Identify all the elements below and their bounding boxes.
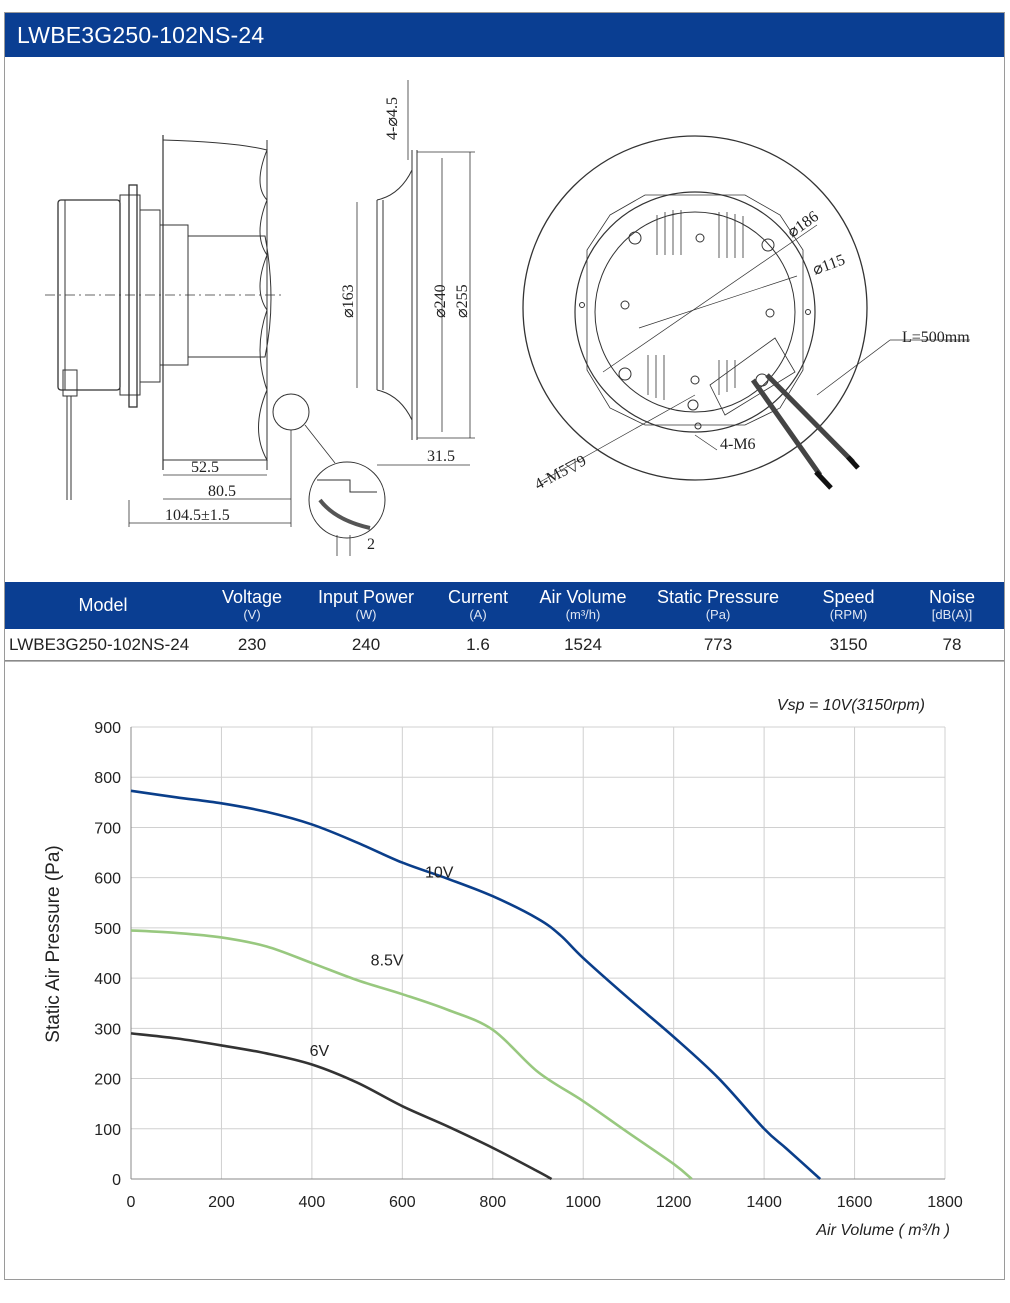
side-view (45, 135, 310, 500)
spec-header-unit: [dB(A)] (931, 607, 973, 623)
series-label: 8.5V (371, 953, 404, 970)
y-tick-label: 100 (94, 1122, 121, 1139)
x-tick-labels: 0 200 400 600 800 1000 1200 1400 1600 1800 (127, 1194, 963, 1211)
x-tick-label: 800 (479, 1194, 506, 1211)
chart-separator (5, 661, 1004, 662)
series-label: 10V (425, 865, 454, 882)
dim-52-5: 52.5 (191, 459, 219, 476)
x-tick-label: 1200 (656, 1194, 692, 1211)
y-tick-label: 600 (94, 871, 121, 888)
spec-header-cell: Air Volume(m³/h) (527, 582, 639, 629)
spec-header-cell: Static Pressure(Pa) (639, 582, 797, 629)
side-dimensions (128, 430, 292, 527)
spec-header-cell: Input Power(W) (303, 582, 429, 629)
page-title: LWBE3G250-102NS-24 (17, 22, 265, 48)
dim-m5: 4-M5▽9 (532, 452, 589, 493)
spec-header-unit: (A) (469, 607, 487, 623)
dim-hole: 4-⌀4.5 (384, 97, 401, 140)
page-frame (4, 12, 1005, 1280)
spec-header-unit: (m³/h) (565, 607, 601, 623)
spec-header-cell: Voltage(V) (201, 582, 303, 629)
x-tick-label: 200 (208, 1194, 235, 1211)
spec-cell: 1524 (527, 629, 639, 661)
x-tick-label: 600 (389, 1194, 416, 1211)
series-line-8-5v (130, 929, 693, 1180)
section-view (376, 150, 418, 440)
spec-header-unit: (V) (243, 607, 261, 623)
series-line-10v (130, 789, 822, 1180)
chart-series: 10V 8.5V 6V (130, 789, 822, 1181)
y-tick-labels: 0 100 200 300 400 500 600 700 800 900 (94, 720, 121, 1189)
dim-cable-length: L=500mm (902, 329, 970, 346)
x-tick-label: 1600 (837, 1194, 873, 1211)
x-tick-label: 1000 (565, 1194, 601, 1211)
spec-header-label: Static Pressure (656, 587, 780, 608)
x-tick-label: 400 (299, 1194, 326, 1211)
spec-cell: 1.6 (429, 629, 527, 661)
dim-163: ⌀163 (340, 284, 357, 318)
spec-cell-model: LWBE3G250-102NS-24 (5, 629, 201, 661)
spec-header-label: Voltage (221, 587, 283, 608)
spec-header-label: Air Volume (539, 587, 627, 608)
x-tick-label: 1800 (927, 1194, 963, 1211)
spec-header-cell: Model (5, 582, 201, 629)
y-tick-label: 900 (94, 720, 121, 737)
chart-annotation: Vsp = 10V(3150rpm) (777, 697, 925, 714)
dim-80-5: 80.5 (208, 483, 236, 500)
spec-header-label: Input Power (317, 587, 415, 608)
spec-header-unit: (Pa) (705, 607, 731, 623)
spec-cell: 230 (201, 629, 303, 661)
dim-m6: 4-M6 (720, 436, 756, 453)
spec-header-cell: Speed(RPM) (797, 582, 900, 629)
dim-31-5: 31.5 (427, 448, 455, 465)
spec-cell: 3150 (797, 629, 900, 661)
spec-cell: 773 (639, 629, 797, 661)
spec-header-unit: (W) (355, 607, 377, 623)
spec-header-cell: Noise[dB(A)] (900, 582, 1004, 629)
y-tick-label: 800 (94, 770, 121, 787)
technical-drawing: 52.5 80.5 104.5±1.5 2 4-⌀4.5 ⌀163 ⌀240 ⌀… (45, 80, 970, 556)
spec-header-cell: Current(A) (429, 582, 527, 629)
y-tick-label: 700 (94, 820, 121, 837)
section-dimensions (356, 80, 475, 466)
spec-cell: 78 (900, 629, 1004, 661)
y-axis-label: Static Air Pressure (Pa) (43, 845, 64, 1042)
dim-255: ⌀255 (454, 284, 471, 318)
front-view (522, 135, 970, 490)
x-tick-label: 1400 (746, 1194, 782, 1211)
spec-header-label: Model (78, 594, 128, 615)
y-tick-label: 300 (94, 1021, 121, 1038)
spec-header-label: Current (447, 587, 509, 608)
dim-240: ⌀240 (432, 284, 449, 318)
dim-detail-2: 2 (367, 536, 375, 553)
y-tick-label: 0 (112, 1172, 121, 1189)
chart-grid (130, 726, 946, 1180)
dim-104-5: 104.5±1.5 (165, 507, 230, 524)
spec-cell: 240 (303, 629, 429, 661)
series-label: 6V (310, 1043, 330, 1060)
y-tick-label: 500 (94, 921, 121, 938)
x-axis-label: Air Volume ( m³/h ) (815, 1222, 950, 1239)
spec-header-label: Speed (822, 587, 875, 608)
x-tick-label: 0 (127, 1194, 136, 1211)
spec-header-unit: (RPM) (829, 607, 868, 623)
y-tick-label: 200 (94, 1072, 121, 1089)
dim-186: ⌀186 (785, 208, 822, 241)
spec-header-label: Noise (928, 587, 976, 608)
detail-view (304, 424, 386, 556)
dim-115: ⌀115 (811, 251, 848, 278)
y-tick-label: 400 (94, 971, 121, 988)
series-line-6v (130, 1032, 553, 1181)
title-bar: LWBE3G250-102NS-24 (5, 13, 1004, 57)
